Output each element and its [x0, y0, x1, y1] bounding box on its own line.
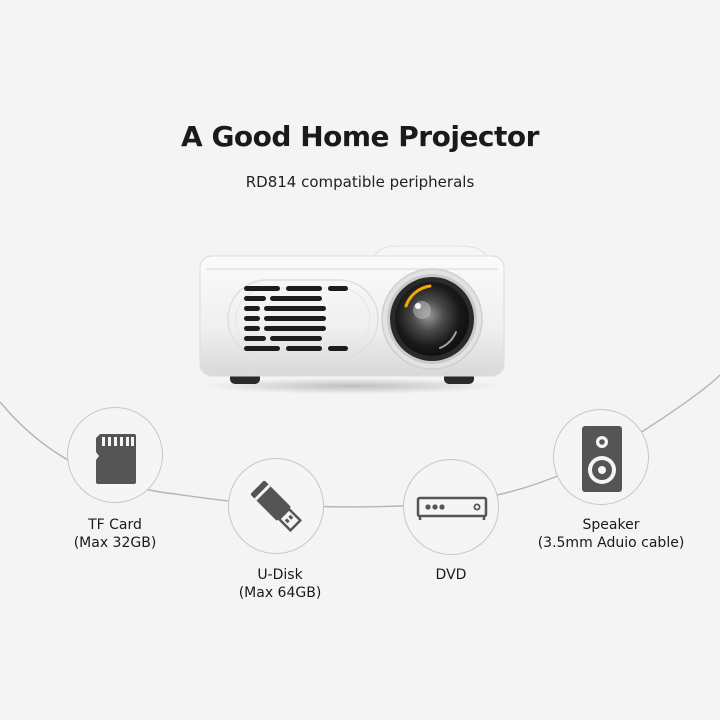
tf-card-badge	[67, 407, 163, 503]
dvd-name: DVD	[435, 567, 467, 583]
u-disk-name: U-Disk	[257, 567, 303, 583]
dvd-label: DVD	[381, 566, 521, 584]
speaker-name: Speaker	[582, 517, 640, 533]
tf-card-detail: (Max 32GB)	[73, 535, 157, 551]
tf-card-label: TF Card (Max 32GB)	[40, 516, 190, 552]
u-disk-label: U-Disk (Max 64GB)	[200, 566, 360, 602]
page-subtitle: RD814 compatible peripherals	[245, 173, 475, 191]
dvd-badge	[403, 459, 499, 555]
u-disk-detail: (Max 64GB)	[238, 585, 322, 601]
u-disk-badge	[228, 458, 324, 554]
page-title: A Good Home Projector	[181, 120, 539, 153]
projector-image	[199, 245, 505, 394]
dvd-player-icon	[416, 496, 488, 520]
speaker-detail: (3.5mm Aduio cable)	[537, 535, 685, 551]
usb-drive-icon	[250, 480, 303, 533]
sd-card-icon	[96, 434, 136, 484]
speaker-icon	[582, 426, 622, 492]
speaker-label: Speaker (3.5mm Aduio cable)	[521, 516, 701, 552]
speaker-badge	[553, 409, 649, 505]
tf-card-name: TF Card	[88, 517, 142, 533]
